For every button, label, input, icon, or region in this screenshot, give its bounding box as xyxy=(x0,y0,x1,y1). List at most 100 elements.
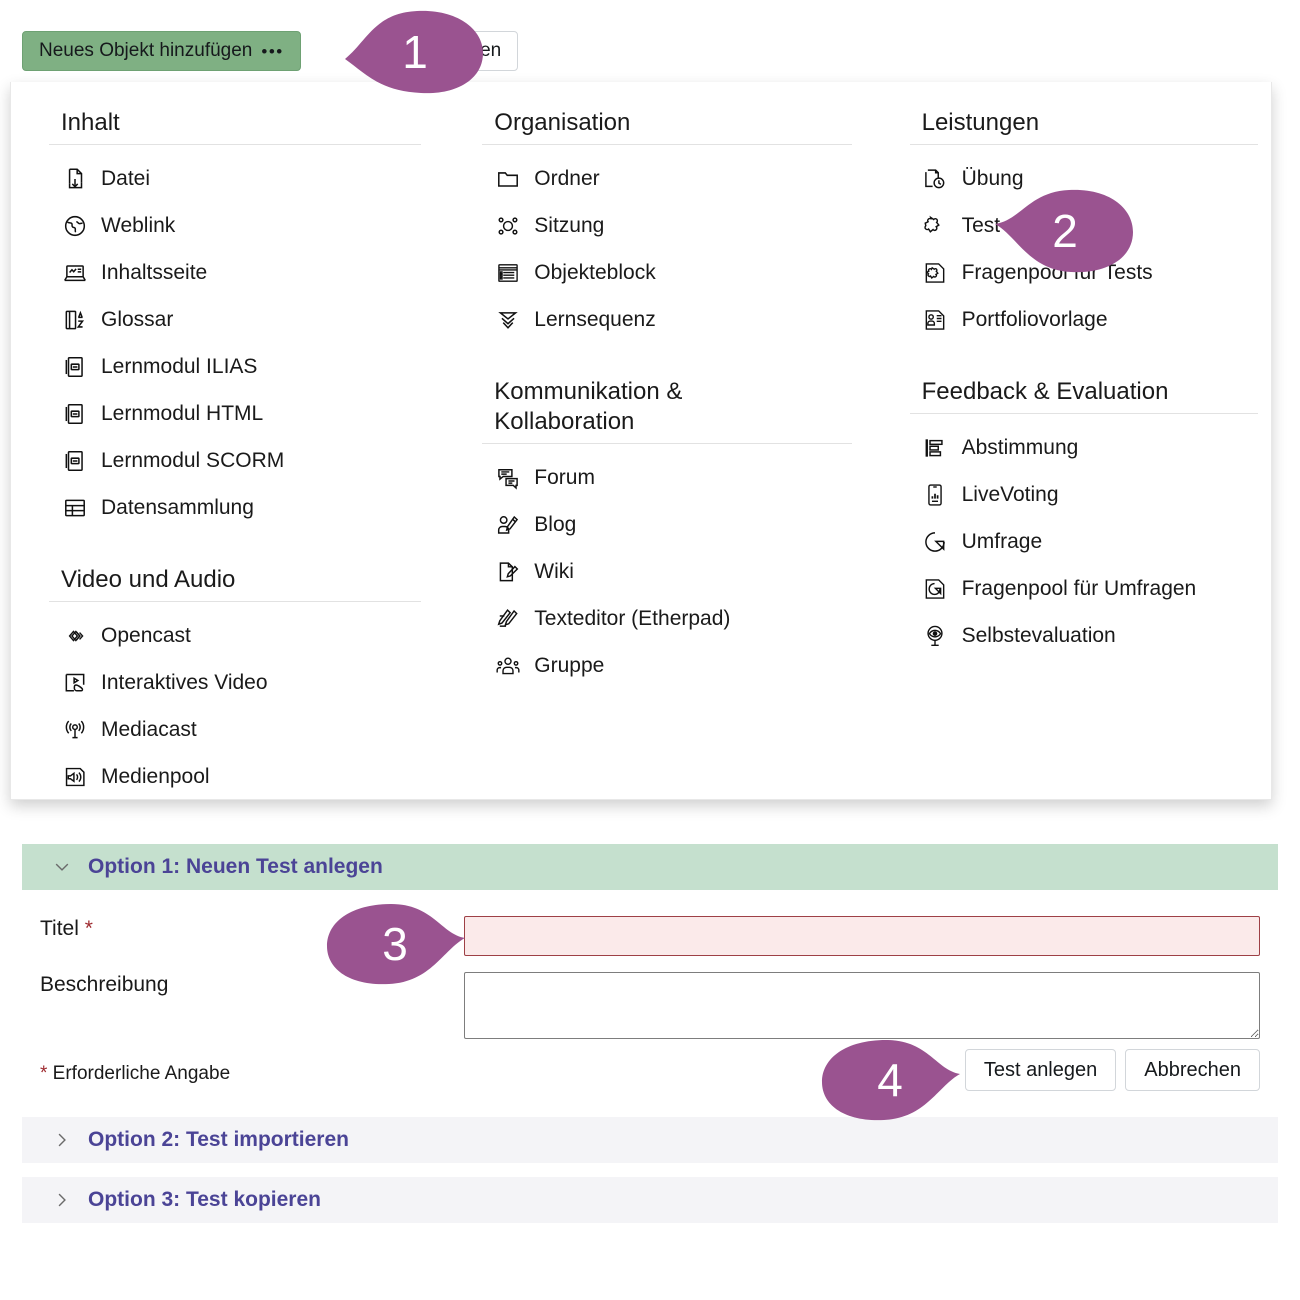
menu-item-ordner[interactable]: Ordner xyxy=(482,155,897,202)
menu-item-glossar[interactable]: Glossar xyxy=(49,296,470,343)
menu-item-label: Lernmodul ILIAS xyxy=(101,354,258,378)
add-new-object-button[interactable]: Neues Objekt hinzufügen ••• xyxy=(22,31,301,71)
portfolio-template-icon xyxy=(922,306,949,333)
cancel-button[interactable]: Abbrechen xyxy=(1125,1049,1260,1091)
divider xyxy=(49,601,421,602)
menu-item-label: Weblink xyxy=(101,213,176,237)
table-icon xyxy=(61,494,88,521)
mobile-chart-icon xyxy=(922,481,949,508)
menu-item-abstimmung[interactable]: Abstimmung xyxy=(910,424,1271,471)
chevrons-down-icon xyxy=(494,306,521,333)
title-field-label: Titel * xyxy=(22,916,464,941)
speaker-icon xyxy=(61,763,88,790)
menu-item-selbstevaluation[interactable]: Selbstevaluation xyxy=(910,612,1271,659)
menu-item-label: Selbstevaluation xyxy=(961,623,1116,647)
required-note: * Erforderliche Angabe xyxy=(22,1063,1278,1085)
menu-item-portfoliovorlage[interactable]: Portfoliovorlage xyxy=(910,296,1271,343)
etherpad-icon xyxy=(494,605,521,632)
menu-item-label: LiveVoting xyxy=(961,482,1059,506)
menu-item-opencast[interactable]: Opencast xyxy=(49,612,470,659)
accordion-header-option3[interactable]: Option 3: Test kopieren xyxy=(22,1177,1278,1223)
ellipsis-icon: ••• xyxy=(261,41,284,61)
menu-item-label: Gruppe xyxy=(534,653,605,677)
create-test-button[interactable]: Test anlegen xyxy=(964,1049,1117,1091)
dropdown-column-services: Leistungen Übung Test Fragenpool für Tes… xyxy=(898,82,1271,799)
glossary-az-icon xyxy=(61,306,88,333)
menu-item-fragenpool-fuer-tests[interactable]: Fragenpool für Tests xyxy=(910,249,1271,296)
accordion-title-option3: Option 3: Test kopieren xyxy=(88,1188,321,1211)
pie-page-icon xyxy=(922,575,949,602)
exercise-clock-icon xyxy=(922,165,949,192)
interactive-video-icon xyxy=(61,669,88,696)
menu-item-lernmodul-scorm[interactable]: Lernmodul SCORM xyxy=(49,437,470,484)
menu-item-lernsequenz[interactable]: Lernsequenz xyxy=(482,296,897,343)
menu-item-livevoting[interactable]: LiveVoting xyxy=(910,471,1271,518)
description-textarea[interactable] xyxy=(464,972,1260,1039)
divider xyxy=(482,443,853,444)
learning-module-icon xyxy=(61,353,88,380)
required-asterisk: * xyxy=(84,917,93,940)
form-row-title: Titel * xyxy=(22,916,1278,956)
list-block-icon xyxy=(494,259,521,286)
title-input[interactable] xyxy=(464,916,1260,956)
menu-item-uebung[interactable]: Übung xyxy=(910,155,1271,202)
menu-item-objekteblock[interactable]: Objekteblock xyxy=(482,249,897,296)
menu-item-interaktives-video[interactable]: Interaktives Video xyxy=(49,659,470,706)
top-toolbar: Neues Objekt hinzufügen ••• alten xyxy=(0,0,1300,82)
form-row-description: Beschreibung xyxy=(22,972,1278,1039)
chevron-down-icon xyxy=(52,857,72,877)
spacer xyxy=(22,1103,1278,1117)
menu-item-datei[interactable]: Datei xyxy=(49,155,470,202)
menu-item-umfrage[interactable]: Umfrage xyxy=(910,518,1271,565)
menu-item-gruppe[interactable]: Gruppe xyxy=(482,642,897,689)
accordion-header-option2[interactable]: Option 2: Test importieren xyxy=(22,1117,1278,1163)
menu-item-medienpool[interactable]: Medienpool xyxy=(49,753,470,800)
session-nodes-icon xyxy=(494,212,521,239)
test-creation-accordion: Option 1: Neuen Test anlegen Titel * Bes… xyxy=(22,844,1278,1223)
required-note-asterisk: * xyxy=(40,1063,48,1084)
divider xyxy=(909,144,1258,145)
menu-item-lernmodul-ilias[interactable]: Lernmodul ILIAS xyxy=(49,343,470,390)
menu-item-label: Mediacast xyxy=(101,717,197,741)
accordion-title-option1: Option 1: Neuen Test anlegen xyxy=(88,855,383,878)
group-title-leistungen: Leistungen xyxy=(921,109,1040,136)
manage-button[interactable]: alten xyxy=(371,31,519,71)
puzzle-page-icon xyxy=(922,259,949,286)
menu-item-weblink[interactable]: Weblink xyxy=(49,202,470,249)
menu-item-label: Inhaltsseite xyxy=(101,260,208,284)
menu-item-sitzung[interactable]: Sitzung xyxy=(482,202,897,249)
menu-item-blog[interactable]: Blog xyxy=(482,501,897,548)
menu-item-label: Übung xyxy=(961,166,1024,190)
dropdown-column-organisation: Organisation Ordner Sitzung Objekteblock… xyxy=(470,82,897,799)
title-label-text: Titel xyxy=(40,917,79,940)
menu-item-lernmodul-html[interactable]: Lernmodul HTML xyxy=(49,390,470,437)
menu-item-label: Opencast xyxy=(101,623,191,647)
form-action-buttons: Test anlegen Abbrechen xyxy=(964,1049,1260,1091)
menu-item-datensammlung[interactable]: Datensammlung xyxy=(49,484,470,531)
divider xyxy=(49,144,421,145)
menu-item-label: Lernmodul SCORM xyxy=(101,448,285,472)
chevron-right-icon xyxy=(52,1130,72,1150)
menu-item-label: Interaktives Video xyxy=(101,670,268,694)
menu-item-mediacast[interactable]: Mediacast xyxy=(49,706,470,753)
menu-item-label: Lernmodul HTML xyxy=(101,401,264,425)
spacer xyxy=(910,343,1271,377)
menu-item-label: Umfrage xyxy=(961,529,1043,553)
menu-item-test[interactable]: Test xyxy=(910,202,1271,249)
group-title-video-audio: Video und Audio xyxy=(61,566,236,593)
group-icon xyxy=(494,652,521,679)
spacer xyxy=(482,343,897,377)
menu-item-inhaltsseite[interactable]: Inhaltsseite xyxy=(49,249,470,296)
menu-item-label: Glossar xyxy=(101,307,174,331)
menu-item-wiki[interactable]: Wiki xyxy=(482,548,897,595)
menu-item-fragenpool-fuer-umfragen[interactable]: Fragenpool für Umfragen xyxy=(910,565,1271,612)
spacer xyxy=(49,531,470,565)
group-title-organisation: Organisation xyxy=(494,109,631,136)
accordion-header-option1[interactable]: Option 1: Neuen Test anlegen xyxy=(22,844,1278,890)
accordion-title-option2: Option 2: Test importieren xyxy=(88,1128,349,1151)
menu-item-label: Datei xyxy=(101,166,151,190)
divider xyxy=(482,144,853,145)
menu-item-texteditor-etherpad[interactable]: Texteditor (Etherpad) xyxy=(482,595,897,642)
chevron-right-icon xyxy=(52,1190,72,1210)
menu-item-forum[interactable]: Forum xyxy=(482,454,897,501)
